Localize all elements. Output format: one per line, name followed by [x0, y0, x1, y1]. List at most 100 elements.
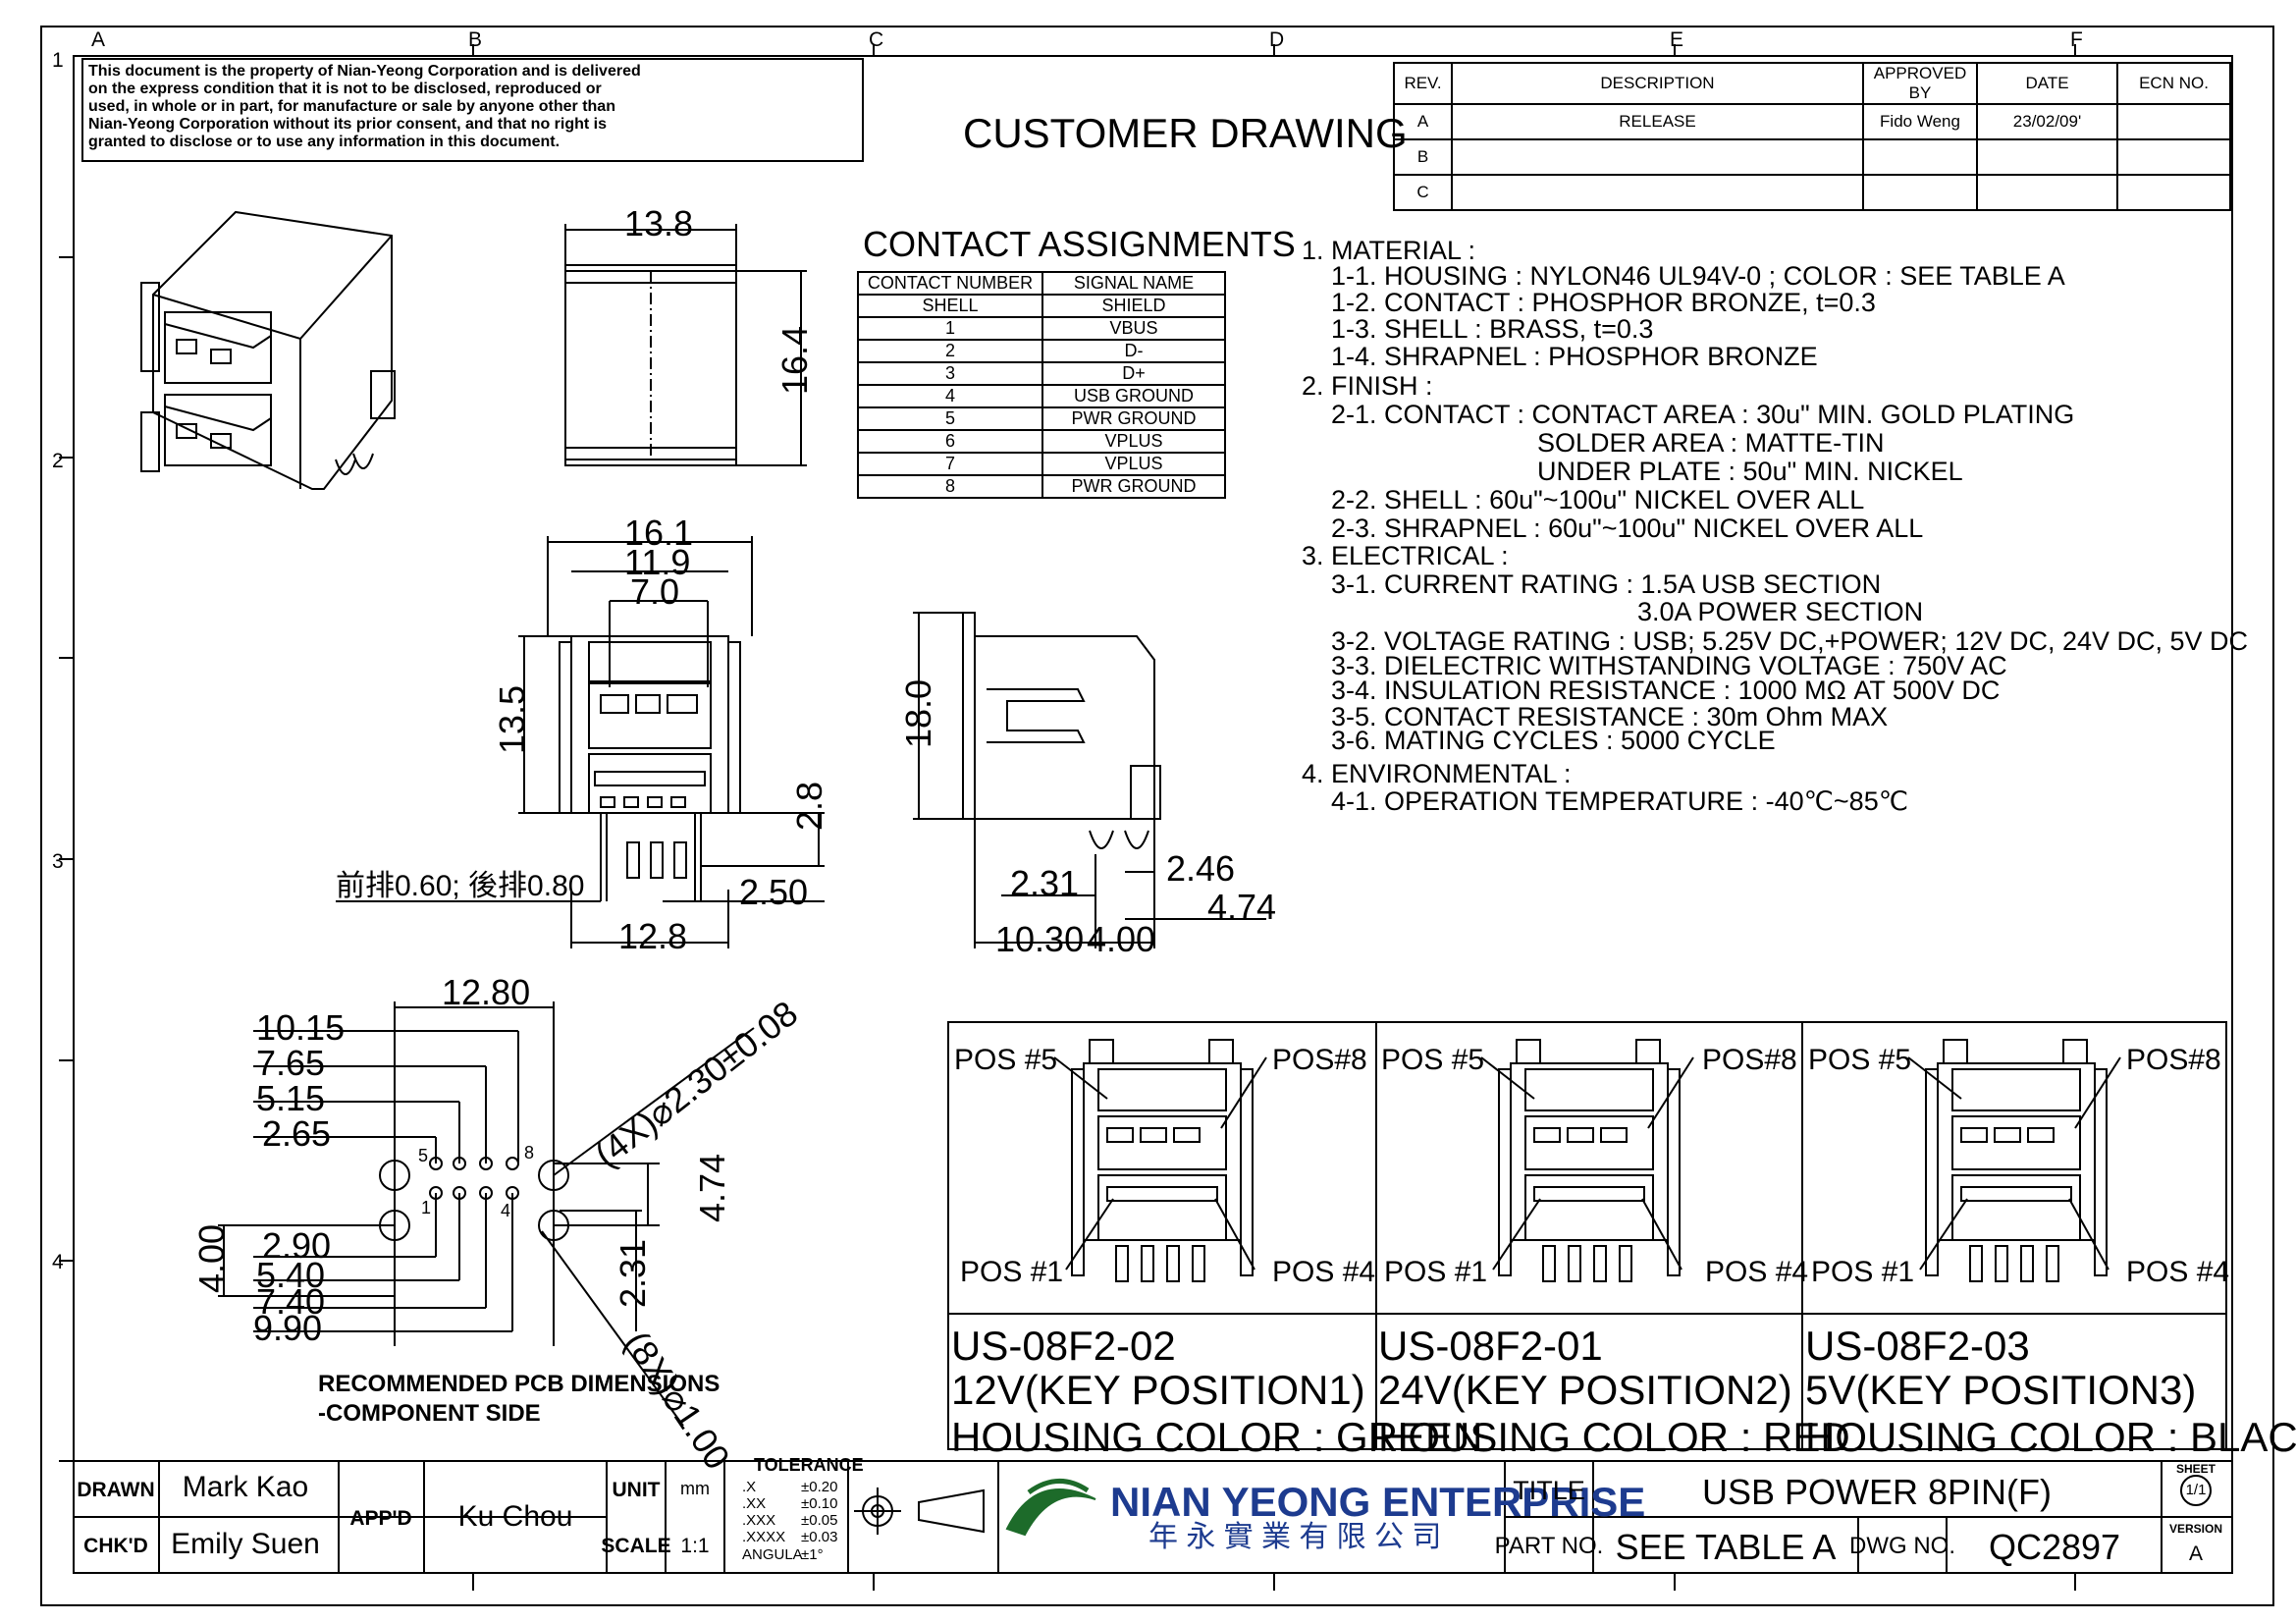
disclaimer-line: granted to disclose or to use any inform…: [88, 134, 561, 150]
dim-pcb-x6: 5.40: [256, 1255, 326, 1295]
key-block: [1106, 1127, 1134, 1143]
key-block: [1960, 1127, 1988, 1143]
checked-by: Emily Suen: [171, 1528, 320, 1560]
connector-pin: [1542, 1245, 1556, 1282]
connector-pin: [2020, 1245, 2034, 1282]
pcb-caption-sub: -COMPONENT SIDE: [318, 1400, 541, 1427]
lower-port: [1524, 1174, 1654, 1241]
description-header: DESCRIPTION: [1451, 62, 1864, 105]
scale-value: 1:1: [680, 1535, 710, 1557]
connector-body: [1937, 1062, 2096, 1241]
shield-leg: [1240, 1068, 1254, 1276]
sheet-number: 1/1: [2185, 1482, 2207, 1498]
note-line: UNDER PLATE : 50u" MIN. NICKEL: [1537, 457, 1963, 486]
key-block: [1173, 1127, 1201, 1143]
note-line: 1-1. HOUSING : NYLON46 UL94V-0 ; COLOR :…: [1331, 261, 2065, 291]
connector-pin: [1192, 1245, 1205, 1282]
contact-number-header: CONTACT NUMBER: [857, 271, 1043, 296]
contact-number: 8: [857, 474, 1043, 499]
tolerance-key: .XXX: [742, 1512, 776, 1529]
signal-name: SHIELD: [1041, 294, 1226, 318]
signal-name: PWR GROUND: [1041, 406, 1226, 431]
signal-name: D+: [1041, 361, 1226, 386]
upper-port: [1097, 1068, 1227, 1111]
tolerance-value: ±0.10: [801, 1495, 838, 1512]
row-label-2: 2: [52, 450, 64, 472]
dim-front-width-1: 16.1: [624, 513, 694, 553]
tolerance-value: ±0.05: [801, 1512, 838, 1529]
dim-side-d: 10.30: [995, 919, 1085, 959]
drawing-title: USB POWER 8PIN(F): [1701, 1472, 2053, 1512]
company-name: NIAN YEONG ENTERPRISE: [1110, 1479, 1646, 1525]
rev-triangle: B: [1393, 138, 1453, 176]
connector-body: [1510, 1062, 1669, 1241]
rev-approved: [1862, 138, 1978, 176]
connector-pin: [1115, 1245, 1129, 1282]
checked-label: CHK'D: [83, 1535, 148, 1557]
shield-leg: [1925, 1068, 1939, 1276]
connector-pin: [2046, 1245, 2059, 1282]
note-line: 1-3. SHELL : BRASS, t=0.3: [1331, 314, 1654, 344]
dim-side-b: 2.46: [1166, 848, 1236, 889]
pin-label-5: 5: [418, 1146, 429, 1165]
dim-side-a: 2.31: [1010, 863, 1080, 903]
drawing-number: QC2897: [1988, 1527, 2121, 1567]
dim-pcb-v1: 4.74: [692, 1153, 732, 1222]
tolerance-value: ±1°: [801, 1546, 824, 1563]
pcb-layout: [218, 1001, 755, 1427]
dim-side-c: 4.74: [1207, 887, 1277, 927]
drawing-number-label: DWG NO.: [1849, 1533, 1955, 1559]
note-line: 4-1. OPERATION TEMPERATURE : -40℃~85℃: [1331, 786, 1909, 816]
disclaimer-line: Nian-Yeong Corporation without its prior…: [88, 116, 607, 133]
upper-port: [1951, 1068, 2081, 1111]
dim-front-width-2: 11.9: [624, 542, 691, 582]
pos-leader: [2068, 1198, 2109, 1271]
front-view: [336, 536, 825, 948]
variant-connector-view: [1480, 1039, 1694, 1282]
pos8-label: POS#8: [1702, 1044, 1797, 1076]
note-line: 3-4. INSULATION RESISTANCE : 1000 MΩ AT …: [1331, 676, 2001, 705]
rev-description: RELEASE: [1451, 103, 1864, 140]
col-label-e: E: [1670, 28, 1684, 51]
sheet-label: SHEET: [2175, 1462, 2216, 1476]
shield-leg: [1071, 1068, 1085, 1276]
note-line: 1-2. CONTACT : PHOSPHOR BRONZE, t=0.3: [1331, 288, 1876, 317]
note-line: 2-1. CONTACT : CONTACT AREA : 30u" MIN. …: [1331, 400, 2075, 429]
pos1-label: POS #1: [960, 1256, 1064, 1288]
title-block: [73, 1460, 2233, 1574]
lower-port-tongue: [1960, 1186, 2072, 1202]
part-number-label: PART NO.: [1494, 1533, 1604, 1559]
dim-pcb-x5: 2.90: [262, 1225, 332, 1266]
connector-tab: [1089, 1039, 1114, 1064]
note-line: 1-4. SHRAPNEL : PHOSPHOR BRONZE: [1331, 342, 1818, 371]
drawn-by: Mark Kao: [182, 1471, 309, 1503]
top-view: [564, 224, 807, 466]
rev-ecn: [2116, 103, 2231, 140]
note-line: 3. ELECTRICAL :: [1302, 541, 1509, 570]
pos8-label: POS#8: [2126, 1044, 2221, 1076]
upper-port-contacts: [1524, 1115, 1654, 1170]
col-label-d: D: [1269, 28, 1285, 51]
shield-leg: [1498, 1068, 1512, 1276]
version-value: A: [2188, 1542, 2204, 1565]
pos-leader: [1480, 1056, 1535, 1100]
connector-pin: [1969, 1245, 1983, 1282]
note-line: 3-1. CURRENT RATING : 1.5A USB SECTION: [1331, 569, 1882, 599]
tolerance-key: .X: [742, 1479, 757, 1495]
variant-part-number: US-08F2-01: [1378, 1323, 1603, 1369]
dim-top-height: 16.4: [774, 325, 815, 395]
signal-name: VPLUS: [1041, 429, 1226, 454]
lower-port: [1097, 1174, 1227, 1241]
shield-leg: [1667, 1068, 1681, 1276]
variant-panel: [947, 1021, 2227, 1450]
pos8-label: POS#8: [1272, 1044, 1367, 1076]
col-label-f: F: [2070, 28, 2083, 51]
note-line: 1. MATERIAL :: [1302, 236, 1476, 265]
connector-pin: [1995, 1245, 2008, 1282]
shield-leg: [2094, 1068, 2108, 1276]
drawn-label: DRAWN: [77, 1479, 155, 1501]
pin-label-8: 8: [524, 1143, 535, 1163]
